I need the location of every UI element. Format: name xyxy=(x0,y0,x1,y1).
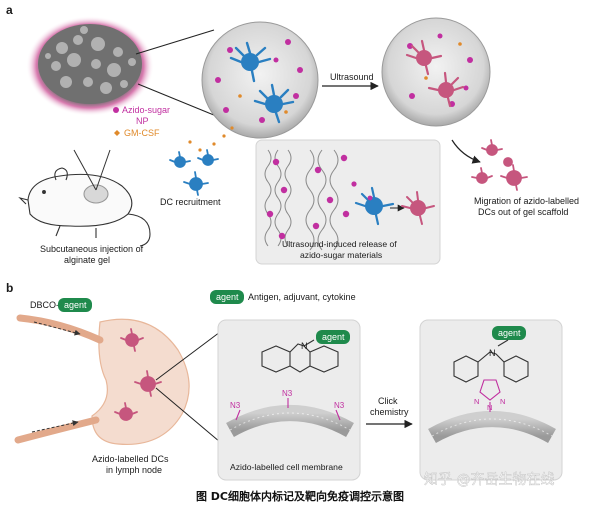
azido-sugar-label: Azido-sugar xyxy=(122,105,170,115)
mouse-illustration xyxy=(18,167,151,247)
gm-csf-label: GM-CSF xyxy=(124,128,160,138)
migrating-dc-cells xyxy=(471,139,528,191)
dbco-structure xyxy=(261,339,339,373)
legend-agent-badge xyxy=(210,290,244,304)
release-box: Ultrasound-induced release of azido-suga… xyxy=(255,139,441,265)
zoom-line-bottom xyxy=(137,83,227,121)
dc-cell-blue-2 xyxy=(253,83,295,124)
triazole-n-1: N xyxy=(474,397,479,406)
membrane-label: Azido-labelled cell membrane xyxy=(230,462,343,472)
panel-b-letter: b xyxy=(6,281,13,295)
membrane-agent-badge-2 xyxy=(492,326,526,340)
membrane-box-after: agent N N N N xyxy=(419,319,563,481)
membrane-agent-badge-1 xyxy=(316,330,350,344)
triazole-n-atom: N xyxy=(489,348,496,358)
triazole-n-3: N xyxy=(500,397,505,406)
lymph-label-line2: in lymph node xyxy=(106,465,162,475)
np-legend-dot xyxy=(113,107,119,113)
syringe-line-2 xyxy=(95,149,111,191)
dbco-agent-text: agent xyxy=(64,300,87,310)
migration-arrow xyxy=(451,139,481,164)
dbco-label: DBCO- xyxy=(30,300,59,310)
panel-a-letter: a xyxy=(6,3,13,17)
agent-legend-text: Antigen, adjuvant, cytokine xyxy=(248,292,356,302)
lymph-node xyxy=(14,314,190,446)
legend-agent-text: agent xyxy=(216,292,239,302)
dc-recruitment-label: DC recruitment xyxy=(160,197,221,207)
dc-cell-pink-box xyxy=(401,191,435,225)
click-label-line2: chemistry xyxy=(370,407,409,417)
dbco-agent-badge xyxy=(58,298,92,312)
dc-cell-pink-1 xyxy=(405,39,443,76)
dbco-n-atom: N xyxy=(301,341,308,351)
n3-label-2: N3 xyxy=(282,389,293,398)
injection-label-line1: Subcutaneous injection of xyxy=(40,244,144,254)
alginate-gel xyxy=(26,16,154,116)
injection-label-line2: alginate gel xyxy=(64,255,110,265)
membrane-agent-text-1: agent xyxy=(322,332,345,342)
recruited-dc-cells xyxy=(169,149,219,196)
gel-bowl-before xyxy=(201,21,319,139)
release-label-line1: Ultrasound-induced release of xyxy=(282,239,397,249)
zoom-line-b-top xyxy=(155,331,221,381)
click-label-line1: Click xyxy=(378,396,398,406)
figure-caption: 图 DC细胞体内标记及靶向免疫调控示意图 xyxy=(196,489,404,503)
np-label: NP xyxy=(136,116,149,126)
ultrasound-label: Ultrasound xyxy=(330,72,374,82)
lymph-label-line1: Azido-labelled DCs xyxy=(92,454,169,464)
zoom-line-top xyxy=(135,29,215,55)
dc-cell-blue-box xyxy=(354,186,395,226)
migration-label-line1: Migration of azido-labelled xyxy=(474,196,579,206)
dc-cell-pink-2 xyxy=(427,71,465,108)
n3-label-1: N3 xyxy=(230,401,241,410)
syringe-line-1 xyxy=(73,149,97,191)
membrane-agent-text-2: agent xyxy=(498,328,521,338)
membrane-box-before: agent N N3 N3 N3 Azido-labelled cell mem… xyxy=(217,319,361,481)
release-label-line2: azido-sugar materials xyxy=(300,250,382,260)
dc-cell-blue-1 xyxy=(229,41,272,83)
gmcsf-legend-mark xyxy=(114,130,120,136)
migration-label-line2: DCs out of gel scaffold xyxy=(478,207,568,217)
gmcsf-release-dots xyxy=(188,126,234,152)
watermark: 知乎 @齐岳生物在线 xyxy=(424,471,554,488)
triazole-structure xyxy=(453,339,529,401)
gel-bowl-after xyxy=(381,17,491,127)
n3-label-3: N3 xyxy=(334,401,345,410)
zoom-line-b-bottom xyxy=(155,387,221,443)
